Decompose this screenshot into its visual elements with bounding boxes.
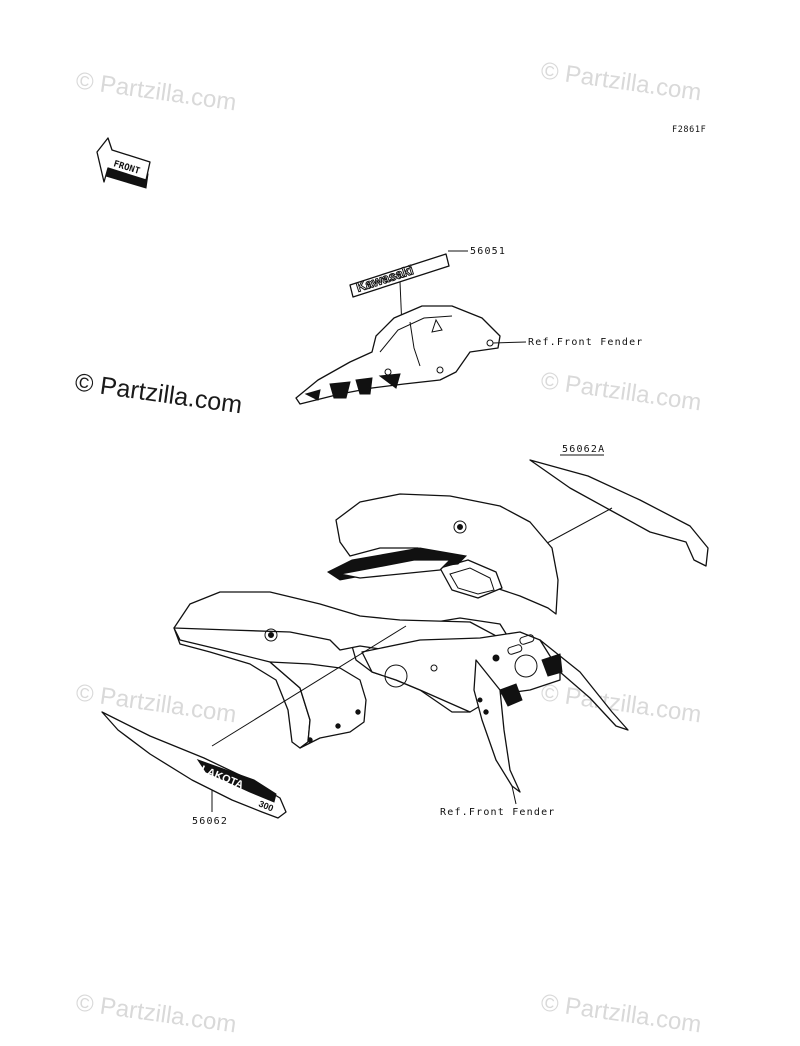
watermark-main: © Partzilla.com (73, 368, 244, 419)
kawasaki-decal-text: Kawasaki (354, 262, 415, 295)
front-fender-top (295, 305, 501, 405)
callout-56062A: 56062A (562, 444, 605, 455)
decal-right (529, 459, 709, 567)
figure-code: F2861F (672, 125, 706, 135)
watermark-bottom-right: © Partzilla.com (539, 989, 703, 1038)
watermark-lower-right: © Partzilla.com (539, 679, 703, 728)
watermark-mid-right: © Partzilla.com (539, 367, 703, 416)
callout-56062: 56062 (192, 816, 228, 827)
watermark-bottom-left: © Partzilla.com (74, 989, 238, 1038)
leader-ref-fender-top (492, 341, 527, 344)
rear-fender-assembly (173, 493, 629, 793)
lakota-decal: LAKOTA 300 (101, 711, 287, 819)
callout-ref-front-fender-top: Ref.Front Fender (528, 337, 644, 348)
callout-ref-front-fender-bottom: Ref.Front Fender (440, 807, 556, 818)
watermark-top-left: © Partzilla.com (74, 67, 238, 116)
watermark-top-right: © Partzilla.com (539, 57, 703, 106)
watermark-lower-left: © Partzilla.com (74, 679, 238, 728)
front-arrow-icon: FRONT (96, 137, 151, 189)
leader-ref-fender-bottom (511, 785, 517, 805)
kawasaki-decal: Kawasaki (349, 253, 450, 298)
leader-56062 (211, 625, 407, 747)
callout-56051: 56051 (470, 246, 506, 257)
